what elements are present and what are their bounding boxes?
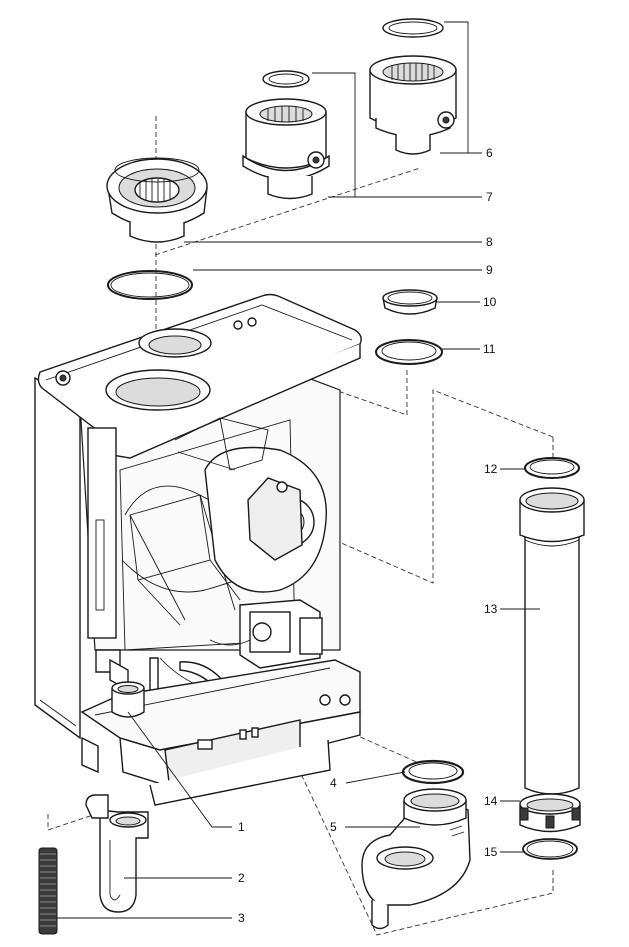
callout-2: 2 [238,871,245,885]
coupling-14 [519,793,581,833]
leader-lines [57,21,540,919]
callout-14: 14 [484,794,498,808]
gasket-9 [107,270,193,300]
callout-5: 5 [330,820,337,834]
flue-adaptor-7 [242,70,330,200]
boiler-casing [34,293,362,806]
callout-8: 8 [486,235,493,249]
hose-3 [38,847,58,935]
callout-9: 9 [486,263,493,277]
callout-12: 12 [484,462,498,476]
seal-11 [375,339,443,365]
o-ring-15 [522,838,578,860]
callout-6: 6 [486,146,493,160]
callout-13: 13 [484,602,498,616]
callout-7: 7 [486,190,493,204]
clamp-ring-12 [524,457,580,479]
callout-10: 10 [483,295,497,309]
trap-housing-5 [361,788,471,930]
siphon-2 [85,794,149,913]
flue-adaptor-6 [369,18,457,155]
callout-1: 1 [238,820,245,834]
ring-10 [382,289,438,315]
callout-15: 15 [484,845,498,859]
callout-11: 11 [483,342,496,356]
turret-adaptor-8 [106,157,208,243]
seal-4 [401,759,465,785]
callouts: 6 7 8 9 10 11 12 13 14 15 4 5 1 2 3 [238,146,498,925]
extension-pipe-13 [519,487,585,795]
callout-4: 4 [330,776,337,790]
callout-3: 3 [238,911,245,925]
